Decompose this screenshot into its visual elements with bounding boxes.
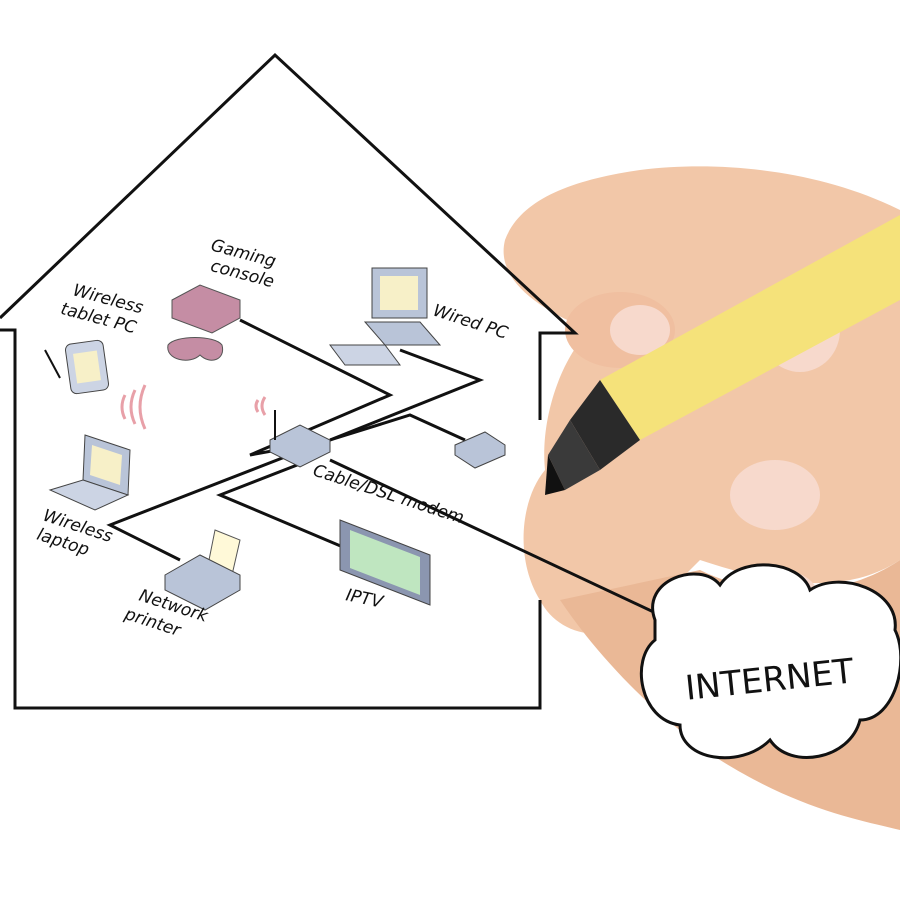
house-outline [0,52,579,710]
wireless-signal-icon [120,384,267,430]
gaming-console-icon [167,284,241,361]
tablet-icon [44,339,110,395]
internet-cloud: INTERNET [639,563,900,760]
laptop-icon [48,434,131,511]
network-cables [106,318,661,617]
phone-icon [454,431,506,469]
modem-label: Cable/DSL modem [310,461,466,529]
laptop-label: Wirelesslaptop [34,506,115,566]
printer-icon [164,529,241,611]
tablet-label: Wirelesstablet PC [59,279,146,339]
wired-pc-label: Wired PC [430,301,510,344]
modem-icon [269,410,331,468]
wired-pc-icon [329,267,442,366]
marker-pen [545,215,900,495]
iptv-label: IPTV [344,585,386,613]
iptv-icon [339,519,431,606]
gaming-console-label: Gamingconsole [204,236,282,293]
